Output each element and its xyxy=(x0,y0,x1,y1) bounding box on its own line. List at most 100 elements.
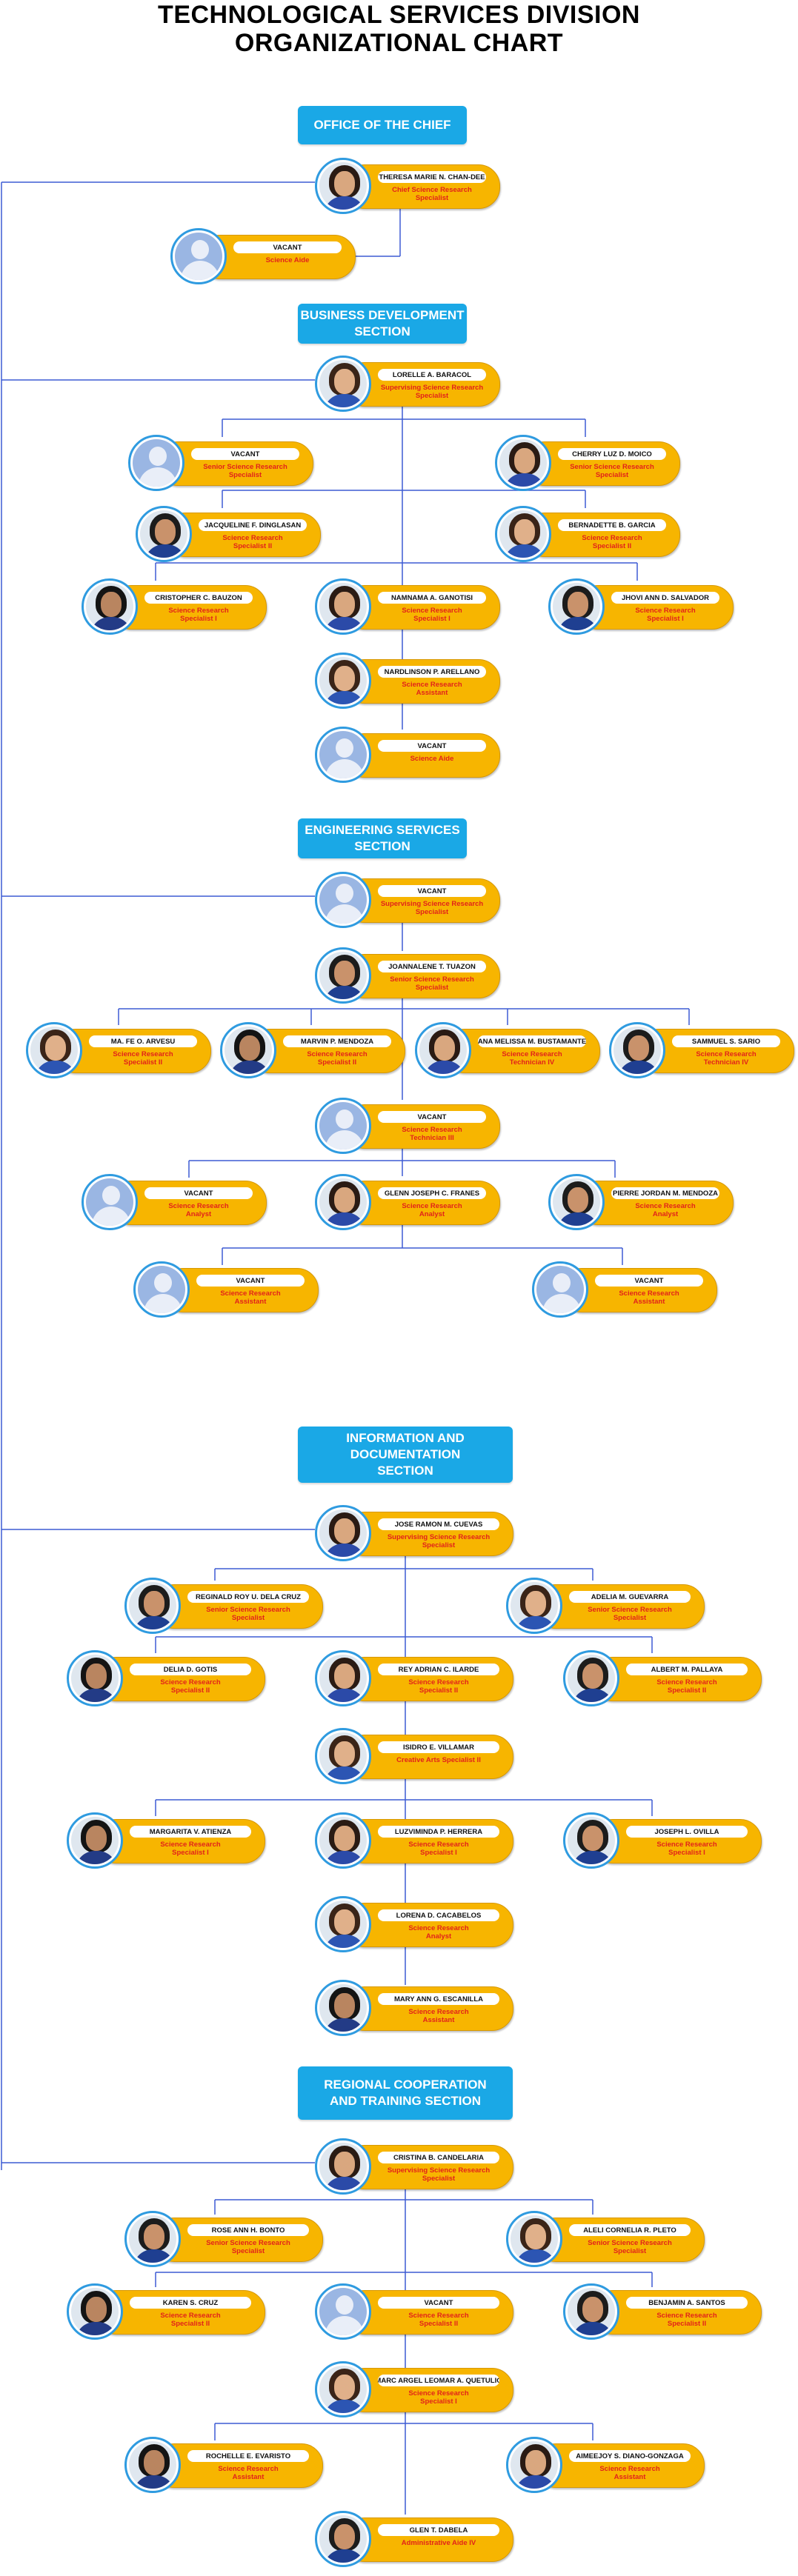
person-name: JACQUELINE F. DINGLASAN xyxy=(199,519,307,531)
person-name: CRISTOPHER C. BAUZON xyxy=(144,592,253,604)
person-position: Science Research Analyst xyxy=(408,1924,469,1941)
person-position: Senior Science Research Specialist xyxy=(588,1606,672,1622)
person-photo xyxy=(315,2361,371,2417)
person-position: Science Research Specialist I xyxy=(168,607,229,623)
person-name: CRISTINA B. CANDELARIA xyxy=(378,2152,499,2163)
person-photo xyxy=(506,2211,562,2267)
person-position: Science Aide xyxy=(265,256,310,264)
vacant-avatar-icon xyxy=(532,1261,588,1318)
person-name: KAREN S. CRUZ xyxy=(130,2297,251,2309)
person-photo xyxy=(82,578,138,635)
person-photo xyxy=(548,578,605,635)
person-photo xyxy=(67,2283,123,2340)
person-photo xyxy=(124,1578,181,1634)
name-pill: ADELIA M. GUEVARRA Senior Science Researc… xyxy=(534,1584,705,1629)
person-name: ALBERT M. PALLAYA xyxy=(626,1664,748,1675)
person-photo xyxy=(563,1650,619,1706)
person-position: Senior Science Research Specialist xyxy=(588,2239,672,2255)
chart-title-line2: ORGANIZATIONAL CHART xyxy=(234,29,564,57)
person-photo xyxy=(506,1578,562,1634)
person-photo xyxy=(315,653,371,709)
person-card: CRISTOPHER C. BAUZON Science Research Spe… xyxy=(82,578,267,635)
section-header-bds: BUSINESS DEVELOPMENT SECTION xyxy=(298,304,467,344)
vacant-avatar-icon xyxy=(133,1261,190,1318)
person-name: VACANT xyxy=(378,1111,486,1123)
person-name: VACANT xyxy=(196,1275,305,1287)
person-position: Creative Arts Specialist II xyxy=(396,1756,481,1764)
person-name: ADELIA M. GUEVARRA xyxy=(569,1591,691,1603)
person-name: GLEN T. DABELA xyxy=(378,2524,499,2536)
person-photo xyxy=(548,1174,605,1230)
person-card: VACANT Science Aide xyxy=(170,228,356,284)
person-name: NAMNAMA A. GANOTISI xyxy=(378,592,486,604)
person-name: MARVIN P. MENDOZA xyxy=(283,1035,391,1047)
person-card: GLENN JOSEPH C. FRANES Science Research A… xyxy=(315,1174,500,1230)
person-card: ADELIA M. GUEVARRA Senior Science Researc… xyxy=(506,1578,705,1634)
person-position: Senior Science Research Specialist xyxy=(206,2239,290,2255)
section-header-ids: INFORMATION AND DOCUMENTATION SECTION xyxy=(298,1427,513,1483)
vacant-avatar-icon xyxy=(315,1098,371,1154)
person-photo xyxy=(315,158,371,214)
person-position: Science Research Assistant xyxy=(218,2465,279,2481)
person-position: Science Research Specialist II xyxy=(113,1050,173,1067)
person-name: JOANNALENE T. TUAZON xyxy=(378,961,486,972)
person-photo xyxy=(315,1505,371,1561)
person-position: Science Research Analyst xyxy=(402,1202,462,1218)
person-photo xyxy=(315,1728,371,1784)
person-name: LUZVIMINDA P. HERRERA xyxy=(378,1826,499,1838)
person-position: Science Research Assistant xyxy=(408,2008,469,2024)
person-name: BENJAMIN A. SANTOS xyxy=(626,2297,748,2309)
person-card: BENJAMIN A. SANTOS Science Research Speci… xyxy=(563,2283,762,2340)
person-name: LORELLE A. BARACOL xyxy=(378,369,486,381)
person-position: Science Research Specialist II xyxy=(656,2312,717,2328)
vacant-avatar-icon xyxy=(82,1174,138,1230)
person-position: Science Research Specialist II xyxy=(408,2312,469,2328)
person-name: ANA MELISSA M. BUSTAMANTE xyxy=(478,1035,586,1047)
person-photo xyxy=(315,1812,371,1869)
person-name: AIMEEJOY S. DIANO-GONZAGA xyxy=(569,2450,691,2462)
person-name: REY ADRIAN C. ILARDE xyxy=(378,1664,499,1675)
person-photo xyxy=(220,1022,276,1078)
person-name: ISIDRO E. VILLAMAR xyxy=(378,1741,499,1753)
person-name: VACANT xyxy=(233,241,342,253)
person-photo xyxy=(563,2283,619,2340)
person-name: SAMMUEL S. SARIO xyxy=(672,1035,780,1047)
person-name: GLENN JOSEPH C. FRANES xyxy=(378,1187,486,1199)
person-photo xyxy=(67,1650,123,1706)
person-photo xyxy=(315,947,371,1004)
person-photo xyxy=(495,435,551,491)
person-position: Senior Science Research Specialist xyxy=(570,463,654,479)
person-photo xyxy=(506,2437,562,2493)
person-photo xyxy=(315,2138,371,2195)
person-position: Science Research Specialist I xyxy=(408,2389,469,2406)
vacant-avatar-icon xyxy=(315,2283,371,2340)
